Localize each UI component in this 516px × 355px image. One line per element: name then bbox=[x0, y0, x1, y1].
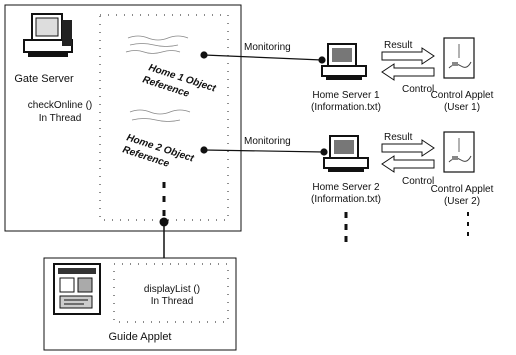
object-ref-2-scribble bbox=[129, 109, 191, 122]
object-ref-1-scribble bbox=[125, 35, 189, 54]
monitoring-line-2 bbox=[200, 146, 328, 156]
control-applet-2-line1: Control Applet bbox=[431, 184, 494, 195]
applet-screenshot-icon bbox=[53, 263, 101, 315]
control-applet-2-icon bbox=[443, 131, 475, 173]
control-arrow-2 bbox=[381, 155, 435, 173]
monitoring-label-2: Monitoring bbox=[244, 136, 291, 147]
result-arrow-1 bbox=[381, 47, 435, 65]
home-server-1-info: (Information.txt) bbox=[311, 102, 381, 113]
monitor-computer-icon bbox=[23, 13, 73, 57]
home-server-2-info: (Information.txt) bbox=[311, 194, 381, 205]
monitoring-line-1 bbox=[200, 51, 326, 64]
check-online-label-line2: In Thread bbox=[39, 113, 82, 124]
control-arrow-1 bbox=[381, 63, 435, 81]
check-online-label-line1: checkOnline () bbox=[28, 100, 92, 111]
display-list-line1: displayList () bbox=[144, 284, 200, 295]
guide-applet-label: Guide Applet bbox=[109, 331, 172, 343]
home-server-1-name: Home Server 1 bbox=[312, 90, 380, 101]
display-list-line2: In Thread bbox=[151, 296, 194, 307]
result-label-2: Result bbox=[384, 132, 413, 143]
result-arrow-2 bbox=[381, 139, 435, 157]
control-label-1: Control bbox=[402, 84, 434, 95]
guide-thread-region-dotted bbox=[113, 263, 229, 323]
control-applet-1-icon bbox=[443, 37, 475, 79]
home-server-1-computer-icon bbox=[321, 43, 367, 80]
control-applet-1-line2: (User 1) bbox=[444, 102, 480, 113]
result-label-1: Result bbox=[384, 40, 413, 51]
thread-region-dotted bbox=[99, 14, 229, 221]
control-applet-2-line2: (User 2) bbox=[444, 196, 480, 207]
monitoring-label-1: Monitoring bbox=[244, 42, 291, 53]
control-applet-1-line1: Control Applet bbox=[431, 90, 494, 101]
control-label-2: Control bbox=[402, 176, 434, 187]
home-server-2-computer-icon bbox=[323, 135, 369, 172]
home-server-2-name: Home Server 2 bbox=[312, 182, 380, 193]
gate-server-label: Gate Server bbox=[14, 73, 74, 85]
